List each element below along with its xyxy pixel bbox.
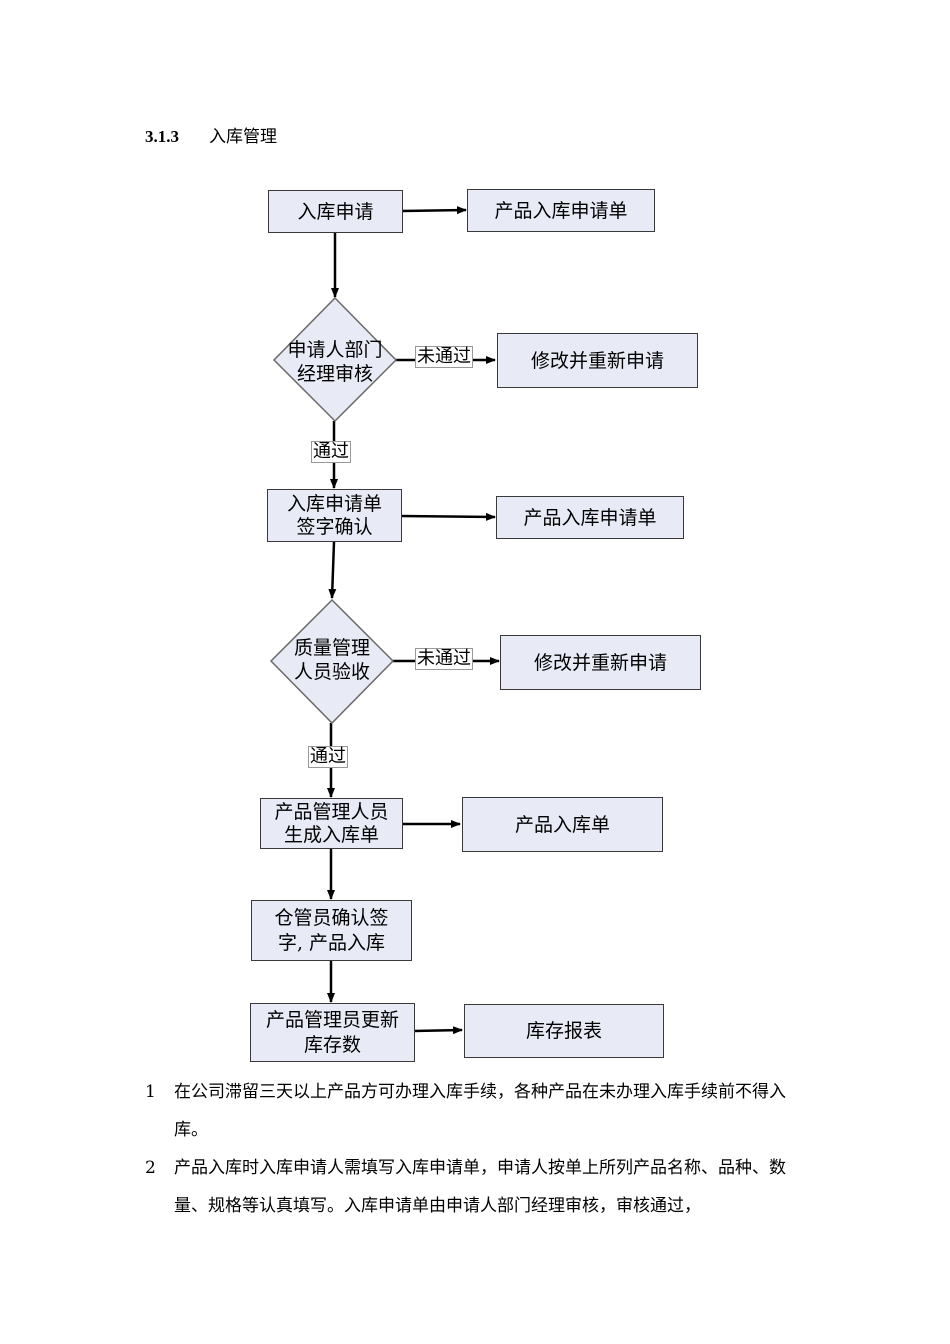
step-revise-1: 修改并重新申请 xyxy=(497,333,698,388)
step-generate-receipt-line1: 产品管理人员 xyxy=(274,800,389,823)
decision-quality-check-line2: 人员验收 xyxy=(293,661,370,683)
doc-receipt-label: 产品入库单 xyxy=(514,813,610,836)
step-sign-confirm-line1: 入库申请单 xyxy=(286,492,382,515)
paragraph-1-number: 1 xyxy=(145,1082,156,1102)
doc-stock-report: 库存报表 xyxy=(464,1004,664,1058)
step-revise-2: 修改并重新申请 xyxy=(500,635,701,690)
step-update-stock-line2: 库存数 xyxy=(303,1033,361,1056)
doc-apply-form-2: 产品入库申请单 xyxy=(496,496,684,539)
arrow-update-to-report xyxy=(413,1026,463,1035)
section-title: 入库管理 xyxy=(209,127,277,147)
section-number: 3.1.3 xyxy=(145,127,179,146)
decision-quality-check-line1: 质量管理 xyxy=(293,637,370,659)
step-keeper-confirm-line1: 仓管员确认签 xyxy=(274,906,389,929)
step-apply-label: 入库申请 xyxy=(297,200,374,223)
step-sign-confirm-line2: 签字确认 xyxy=(296,515,373,538)
edge-label-reject-2: 未通过 xyxy=(415,648,473,670)
doc-apply-form-label: 产品入库申请单 xyxy=(494,199,628,222)
step-update-stock-line1: 产品管理员更新 xyxy=(265,1008,399,1031)
step-generate-receipt: 产品管理人员 生成入库单 xyxy=(260,798,403,849)
step-sign-confirm: 入库申请单 签字确认 xyxy=(267,489,402,542)
decision-dept-review-label: 申请人部门 经理审核 xyxy=(274,338,396,386)
step-apply: 入库申请 xyxy=(268,190,403,233)
doc-apply-form: 产品入库申请单 xyxy=(467,189,655,232)
arrow-sign-to-doc xyxy=(400,512,496,521)
edge-label-pass-1: 通过 xyxy=(311,441,351,463)
step-revise-2-label: 修改并重新申请 xyxy=(533,651,667,674)
section-heading: 3.1.3 入库管理 xyxy=(145,122,277,147)
edge-label-reject-1: 未通过 xyxy=(415,346,473,368)
step-keeper-confirm: 仓管员确认签 字, 产品入库 xyxy=(251,900,412,961)
doc-apply-form-2-label: 产品入库申请单 xyxy=(523,506,657,529)
doc-stock-report-label: 库存报表 xyxy=(525,1020,602,1042)
arrow-sign-to-qc xyxy=(328,541,337,599)
doc-receipt: 产品入库单 xyxy=(462,797,663,852)
decision-dept-review xyxy=(272,296,398,423)
edge-label-pass-2: 通过 xyxy=(308,746,348,768)
step-keeper-confirm-line2: 字, 产品入库 xyxy=(277,931,386,954)
decision-dept-review-line2: 经理审核 xyxy=(296,363,373,385)
paragraph-2-number: 2 xyxy=(145,1158,156,1178)
decision-quality-check-label: 质量管理 人员验收 xyxy=(271,636,393,684)
step-revise-1-label: 修改并重新申请 xyxy=(530,349,664,372)
paragraph-1-text: 在公司滞留三天以上产品方可办理入库手续，各种产品在未办理入库手续前不得入库。 xyxy=(174,1082,786,1140)
decision-quality-check xyxy=(269,598,395,725)
paragraph-2-text: 产品入库时入库申请人需填写入库申请单，申请人按单上所列产品名称、品种、数量、规格… xyxy=(174,1158,786,1216)
step-update-stock: 产品管理员更新 库存数 xyxy=(250,1003,415,1062)
arrow-apply-to-doc xyxy=(401,206,467,215)
decision-dept-review-line1: 申请人部门 xyxy=(287,339,383,361)
step-generate-receipt-line2: 生成入库单 xyxy=(283,823,379,846)
